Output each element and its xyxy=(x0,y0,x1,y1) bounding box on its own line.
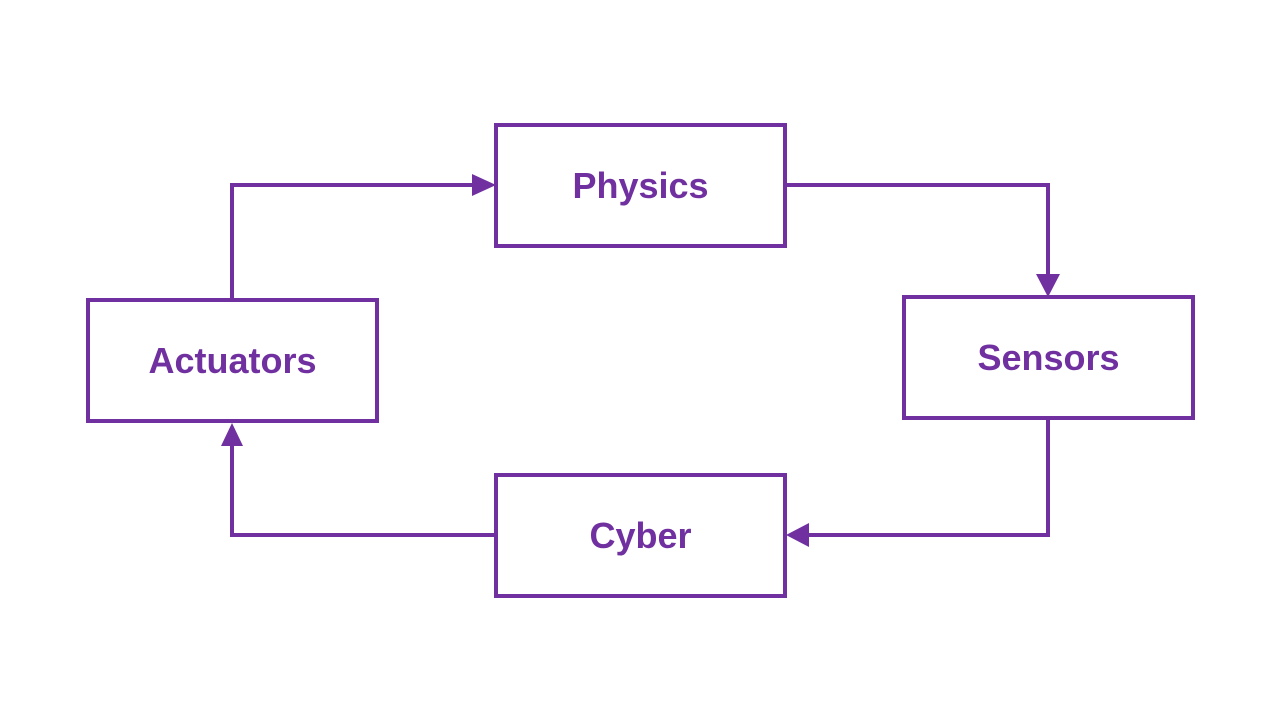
arrowhead-into-physics xyxy=(472,174,496,196)
arrowhead-into-sensors xyxy=(1036,274,1060,297)
arrowhead-into-actuators xyxy=(221,423,243,446)
actuators-label: Actuators xyxy=(148,339,317,381)
sensors-box: Sensors xyxy=(902,295,1195,420)
edge-sensors-to-cyber xyxy=(806,420,1050,537)
edge-cyber-to-actuators xyxy=(230,442,494,537)
arrowhead-into-cyber xyxy=(786,523,809,547)
cyber-label: Cyber xyxy=(589,514,692,556)
physics-box: Physics xyxy=(494,123,787,248)
actuators-box: Actuators xyxy=(86,298,379,423)
edge-actuators-to-physics xyxy=(230,183,474,298)
sensors-label: Sensors xyxy=(977,336,1120,378)
physics-label: Physics xyxy=(572,164,709,206)
cyber-box: Cyber xyxy=(494,473,787,598)
edge-physics-to-sensors xyxy=(787,183,1050,276)
